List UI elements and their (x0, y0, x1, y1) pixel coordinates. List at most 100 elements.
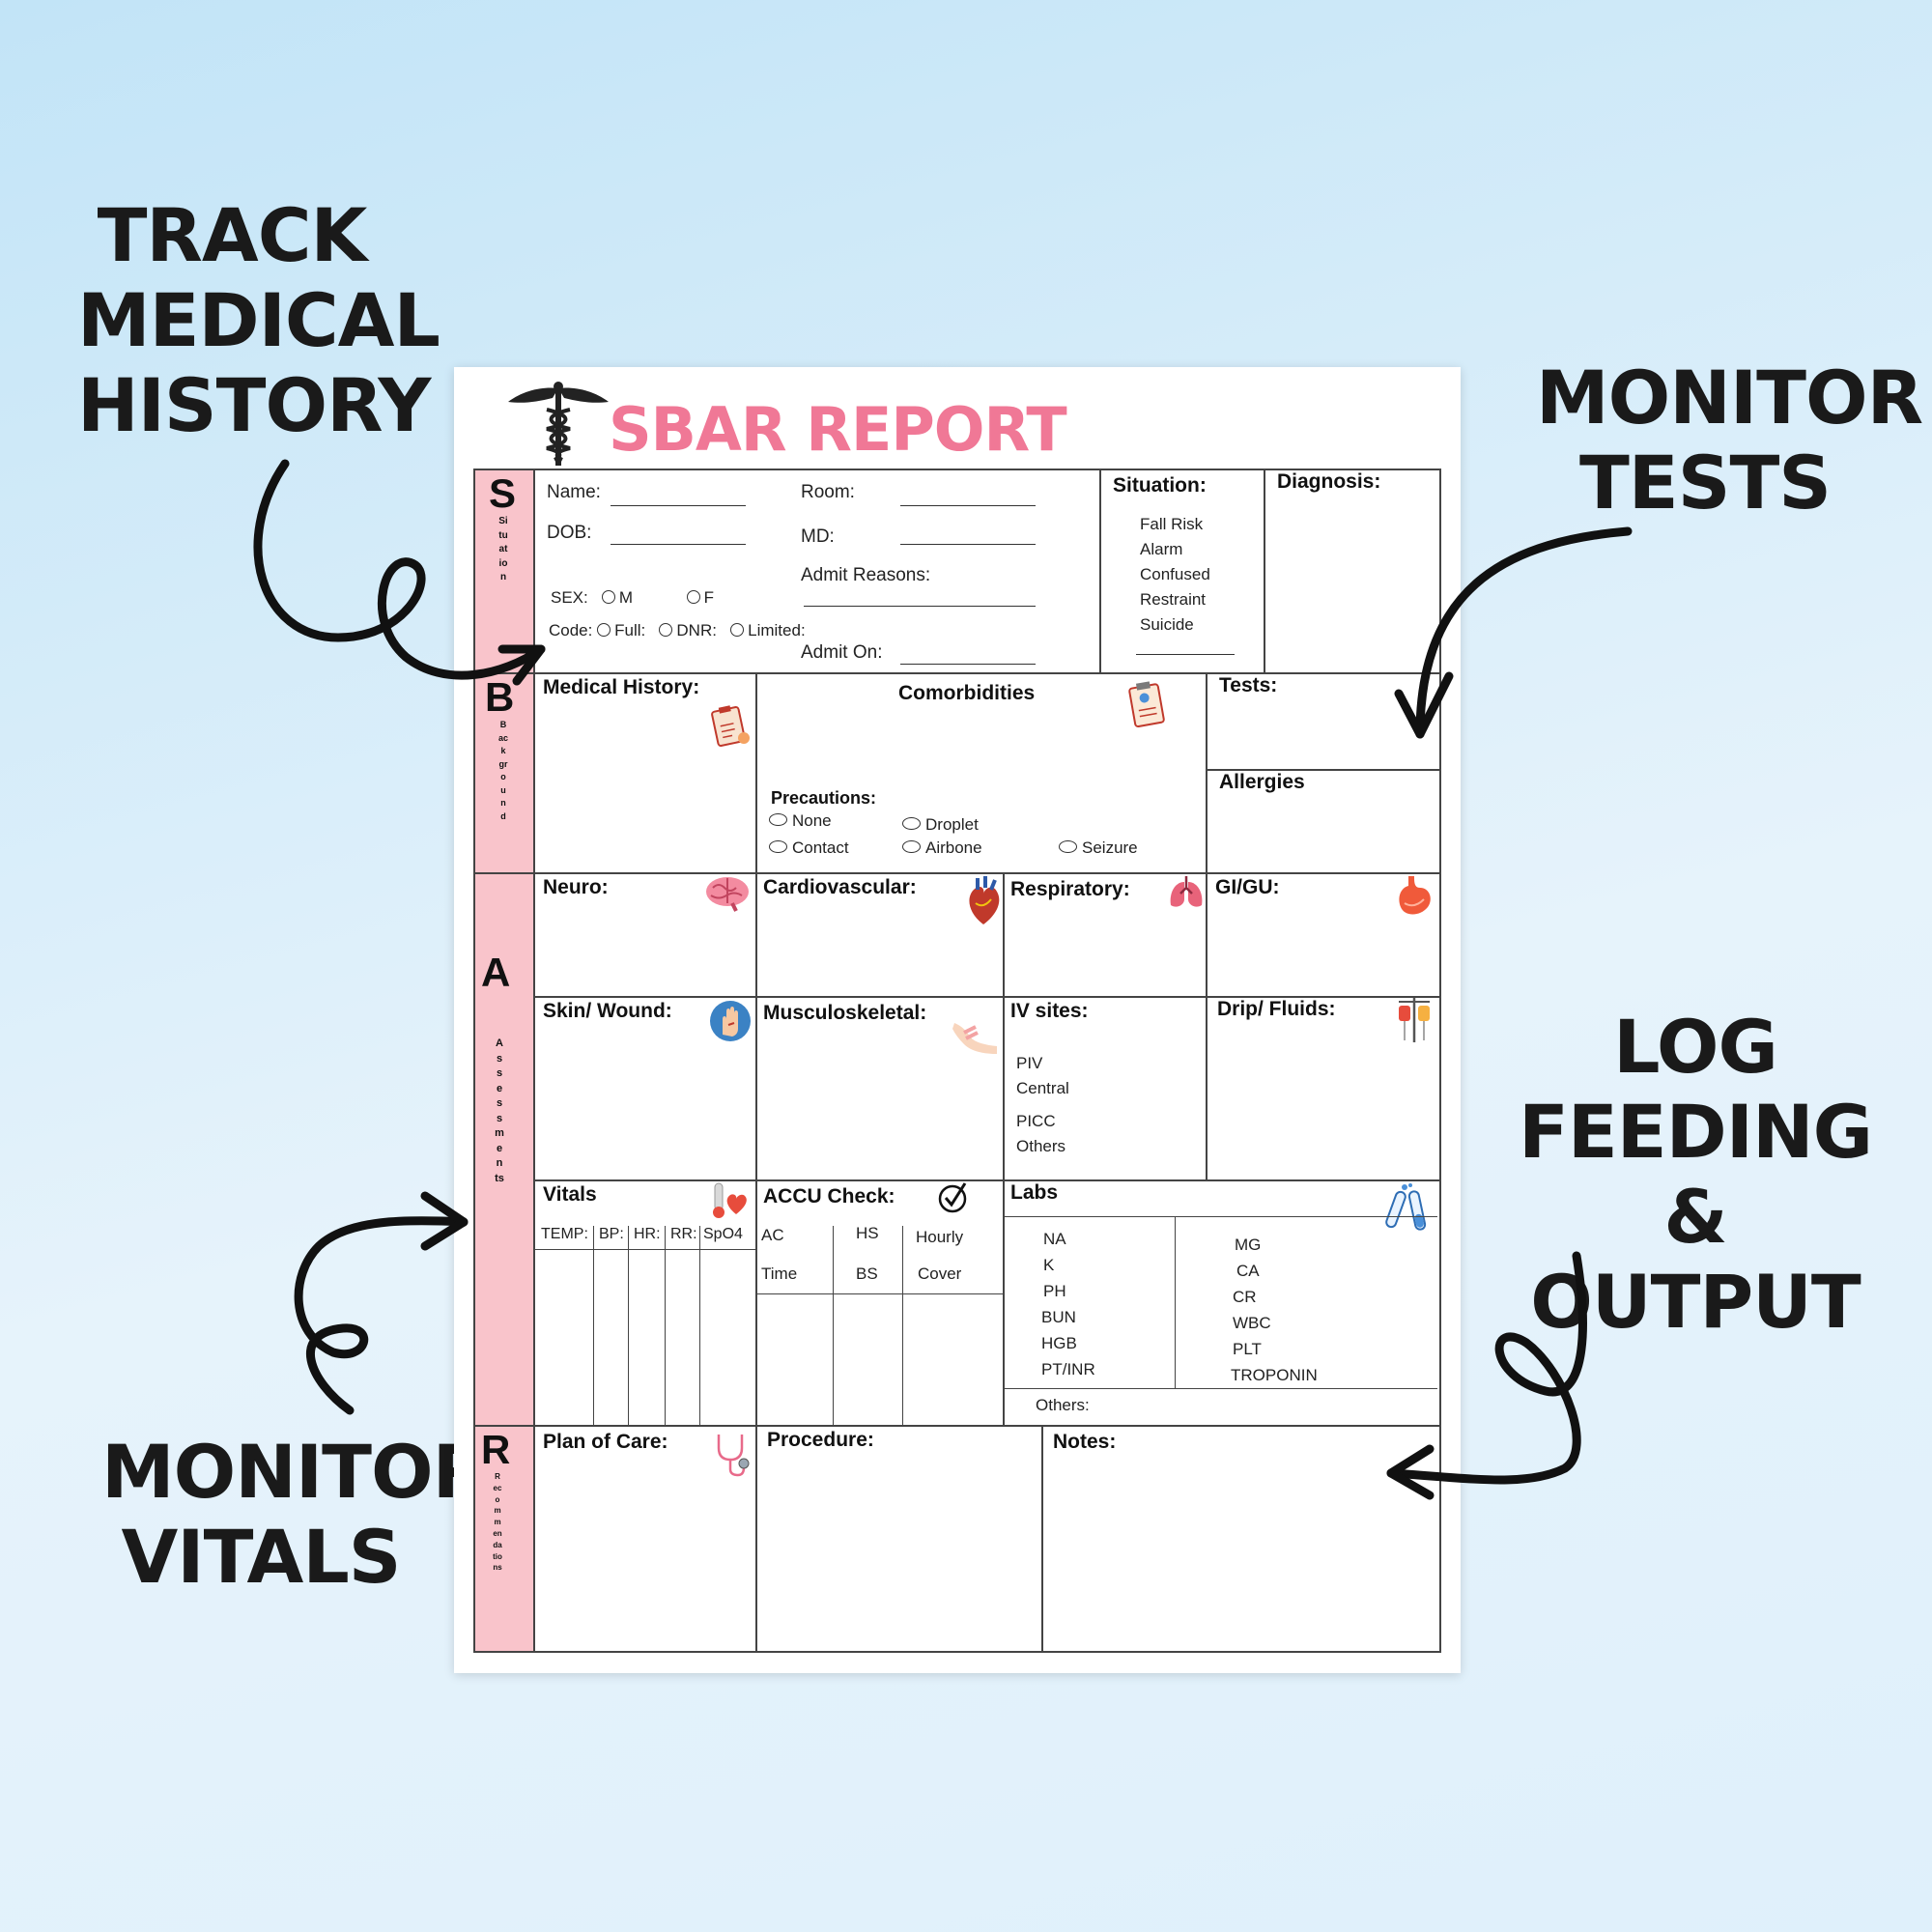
precaution-droplet[interactable]: Droplet (902, 815, 979, 835)
accu-cell-label: BS (856, 1264, 878, 1283)
patient-info-cell: Name: DOB: Room: MD: Admit Reasons: SEX:… (535, 470, 1101, 674)
iv-sites-cell: IV sites: PIV Central PICC Others (1005, 998, 1208, 1181)
musculoskeletal-heading: Musculoskeletal: (763, 1002, 927, 1024)
name-field[interactable] (611, 505, 746, 506)
dob-label: DOB: (547, 523, 592, 543)
vitals-col-header: RR: (670, 1226, 697, 1242)
band-recommendations: R Recommendations (475, 1427, 535, 1651)
admit-reasons-label: Admit Reasons: (801, 565, 931, 585)
clipboard-icon (711, 705, 750, 747)
medical-chart-icon (1128, 681, 1165, 727)
medical-history-heading: Medical History: (543, 676, 700, 698)
diagnosis-heading: Diagnosis: (1277, 470, 1381, 493)
tests-heading: Tests: (1219, 674, 1278, 696)
room-field[interactable] (900, 505, 1036, 506)
code-dnr-radio[interactable] (659, 623, 673, 637)
precaution-airbone-radio[interactable] (902, 840, 921, 853)
callout-line: MONITOR (101, 1429, 489, 1515)
band-letter: S (489, 470, 517, 516)
lab-item: CA (1236, 1262, 1260, 1280)
precaution-none[interactable]: None (769, 811, 832, 831)
situation-item: Alarm (1140, 540, 1183, 558)
lab-item: PH (1043, 1282, 1066, 1300)
sex-m-radio[interactable] (601, 590, 615, 604)
lab-item: TROPONIN (1231, 1366, 1318, 1384)
admit-reasons-field[interactable] (804, 606, 1036, 607)
vitals-col-rule (628, 1226, 629, 1425)
code-row: Code: Full: DNR: Limited: (549, 621, 806, 640)
lab-item: PT/INR (1041, 1360, 1095, 1378)
code-dnr-label: DNR: (676, 621, 717, 639)
band-letter: B (485, 674, 515, 720)
name-label: Name: (547, 482, 601, 502)
md-label: MD: (801, 526, 835, 547)
vitals-col-header: SpO4 (703, 1226, 743, 1242)
precaution-seizure[interactable]: Seizure (1059, 838, 1138, 858)
gigu-heading: GI/GU: (1215, 876, 1280, 898)
brain-icon (706, 877, 749, 912)
code-limited-radio[interactable] (730, 623, 745, 637)
accu-cell-label: AC (761, 1226, 784, 1244)
callout-log-feeding-output: LOG FEEDING & OUTPUT (1517, 1005, 1874, 1345)
code-full-radio[interactable] (597, 623, 611, 637)
stomach-icon (1399, 876, 1431, 915)
precaution-airbone[interactable]: Airbone (902, 838, 982, 858)
accu-header-rule (757, 1293, 1003, 1294)
drip-fluids-heading: Drip/ Fluids: (1217, 998, 1336, 1020)
labs-heading: Labs (1010, 1181, 1059, 1204)
accu-cell-label: Hourly (916, 1228, 964, 1246)
admit-on-label: Admit On: (801, 642, 883, 663)
report-title: SBAR REPORT (609, 394, 1067, 465)
precaution-contact-radio[interactable] (769, 840, 787, 853)
thermometer-heart-icon (713, 1182, 747, 1218)
md-field[interactable] (900, 544, 1036, 545)
accu-cell-label: HS (856, 1224, 879, 1242)
test-tubes-icon (1385, 1183, 1427, 1231)
precaution-seizure-radio[interactable] (1059, 840, 1077, 853)
band-letter: R (481, 1427, 511, 1472)
callout-line: MEDICAL (77, 277, 440, 363)
sbar-report-sheet: SBAR REPORT S Situation B Background A A… (454, 367, 1461, 1673)
situation-field[interactable] (1136, 654, 1235, 655)
room-label: Room: (801, 482, 855, 502)
sex-label: SEX: (551, 588, 588, 607)
musculoskeletal-cell: Musculoskeletal: (757, 998, 1005, 1181)
precaution-droplet-radio[interactable] (902, 817, 921, 830)
callout-line: HISTORY (77, 362, 431, 448)
lab-item: K (1043, 1256, 1055, 1274)
situation-item: Fall Risk (1140, 515, 1204, 533)
band-word: Background (498, 720, 509, 821)
precautions-heading: Precautions: (771, 788, 877, 808)
vitals-col-header: TEMP: (541, 1226, 588, 1242)
situation-heading: Situation: (1113, 474, 1207, 497)
checkmark-circle-icon (938, 1182, 967, 1213)
precaution-label: Droplet (925, 815, 979, 834)
callout-monitor-tests: MONITOR TESTS (1536, 355, 1923, 526)
neuro-cell: Neuro: (535, 874, 757, 998)
band-word: Assessments (495, 1037, 504, 1184)
vitals-col-rule (593, 1226, 594, 1425)
accu-check-heading: ACCU Check: (763, 1185, 895, 1208)
comorbidities-cell: Comorbidities Precautions: None Contact … (757, 674, 1208, 874)
stethoscope-icon (717, 1435, 750, 1477)
band-word: Recommendations (493, 1472, 502, 1573)
dob-field[interactable] (611, 544, 746, 545)
admit-on-field[interactable] (900, 664, 1036, 665)
accu-cell-label: Time (761, 1264, 798, 1283)
lab-item: BUN (1041, 1308, 1076, 1326)
vitals-header-rule (535, 1249, 755, 1250)
callout-line: TESTS (1578, 440, 1832, 526)
hand-wound-icon (710, 1001, 751, 1041)
procedure-heading: Procedure: (767, 1429, 874, 1451)
lab-item: WBC (1233, 1314, 1271, 1332)
gigu-cell: GI/GU: (1208, 874, 1439, 998)
sex-f-radio[interactable] (686, 590, 700, 604)
labs-cell: Labs NA K PH BUN HGB PT/INR MG CA CR WBC… (1005, 1181, 1439, 1427)
diagnosis-cell: Diagnosis: (1265, 470, 1439, 674)
precaution-contact[interactable]: Contact (769, 838, 849, 858)
precaution-none-radio[interactable] (769, 813, 787, 826)
callout-line: LOG (1613, 1004, 1778, 1090)
situation-item: Confused (1140, 565, 1210, 583)
vitals-heading: Vitals (543, 1183, 597, 1206)
accu-cell-label: Cover (918, 1264, 962, 1283)
